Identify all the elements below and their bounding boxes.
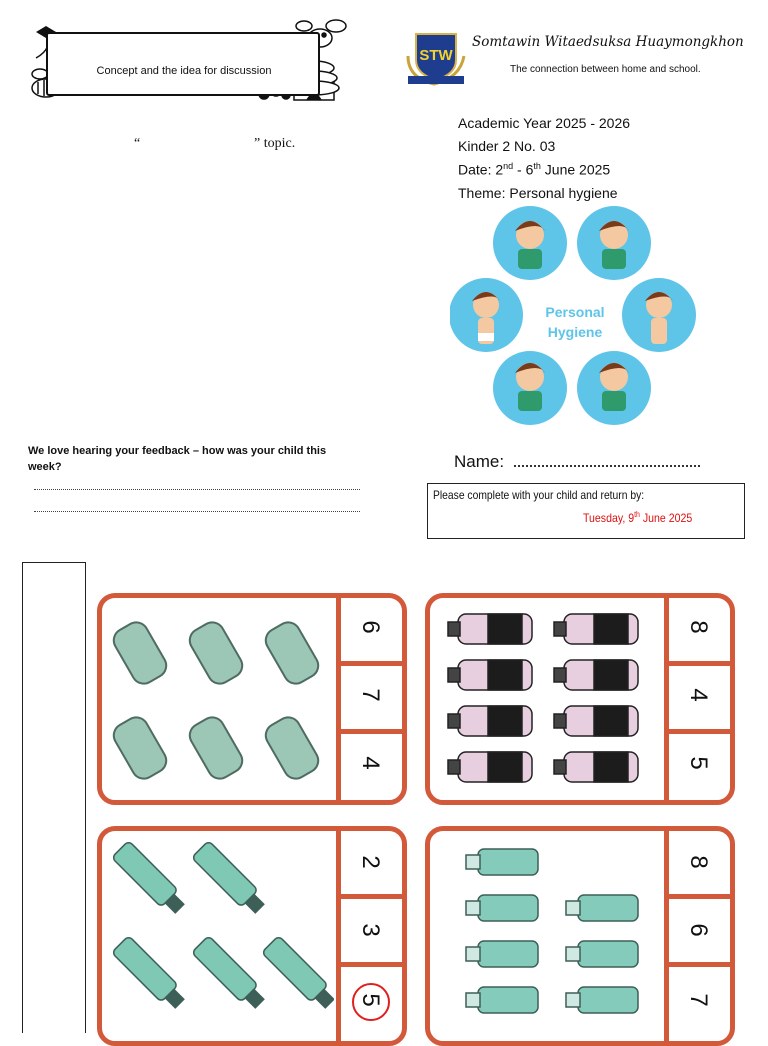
logo-text: STW bbox=[419, 47, 453, 64]
feedback-line-2[interactable] bbox=[34, 511, 360, 512]
answer-circle bbox=[352, 983, 390, 1021]
side-column bbox=[22, 562, 86, 1033]
mouthwash-bottles-icon bbox=[465, 848, 639, 1014]
class-number: Kinder 2 No. 03 bbox=[458, 138, 556, 154]
counting-card-soap: 6 7 4 bbox=[97, 593, 407, 805]
toothpaste-tubes-icon bbox=[112, 841, 334, 1009]
theme: Theme: Personal hygiene bbox=[458, 185, 618, 201]
school-crest-icon: STW bbox=[406, 33, 466, 86]
option-number[interactable]: 4 bbox=[685, 688, 712, 702]
academic-year: Academic Year 2025 - 2026 bbox=[458, 115, 631, 131]
school-tagline: The connection between home and school. bbox=[510, 64, 701, 75]
option-number[interactable]: 2 bbox=[357, 855, 384, 869]
option-number[interactable]: 7 bbox=[685, 993, 712, 1007]
shampoo-bottles-icon bbox=[447, 613, 639, 783]
option-number[interactable]: 7 bbox=[357, 688, 384, 702]
option-number-circled[interactable]: 5 bbox=[357, 993, 384, 1007]
name-field[interactable]: Name: bbox=[454, 452, 701, 472]
option-number[interactable]: 6 bbox=[685, 923, 712, 937]
option-number[interactable]: 3 bbox=[357, 923, 384, 937]
hygiene-kids-icon: Personal Hygiene bbox=[449, 206, 696, 425]
option-number[interactable]: 8 bbox=[685, 620, 712, 634]
hygiene-title-line1: Personal bbox=[545, 304, 604, 320]
date-range: Date: 2nd - 6th June 2025 bbox=[458, 161, 611, 178]
counting-card-shampoo: 8 4 5 bbox=[425, 593, 735, 805]
hygiene-title-line2: Hygiene bbox=[548, 324, 603, 340]
banner-title: Concept and the idea for discussion bbox=[96, 65, 272, 77]
topic-open-quote: “ bbox=[134, 136, 141, 151]
name-input-line[interactable] bbox=[514, 465, 701, 467]
return-label: Please complete with your child and retu… bbox=[433, 488, 645, 502]
counting-card-mouthwash: 8 6 7 bbox=[425, 826, 735, 1046]
option-number[interactable]: 4 bbox=[357, 756, 384, 770]
topic-close-text: ” topic. bbox=[254, 136, 296, 151]
soap-bars-icon bbox=[112, 621, 320, 780]
feedback-question: We love hearing your feedback – how was … bbox=[28, 445, 327, 473]
counting-card-toothpaste: 2 3 5 bbox=[97, 826, 407, 1046]
school-logo: STW bbox=[402, 26, 470, 86]
header-banner: Concept and the idea for discussion bbox=[24, 18, 350, 104]
return-box: Please complete with your child and retu… bbox=[427, 483, 745, 539]
option-number[interactable]: 5 bbox=[685, 756, 712, 770]
option-number[interactable]: 8 bbox=[685, 855, 712, 869]
name-label: Name: bbox=[454, 452, 505, 471]
personal-hygiene-illustration: Personal Hygiene bbox=[449, 205, 700, 430]
banner-frame bbox=[46, 32, 320, 96]
option-number[interactable]: 6 bbox=[357, 620, 384, 634]
return-date: Tuesday, 9th June 2025 bbox=[583, 510, 693, 525]
feedback-line-1[interactable] bbox=[34, 489, 360, 490]
school-name: Somtawin Witaedsuksa Huaymongkhon bbox=[472, 34, 744, 50]
topic-line: “ ” topic. bbox=[134, 136, 295, 152]
